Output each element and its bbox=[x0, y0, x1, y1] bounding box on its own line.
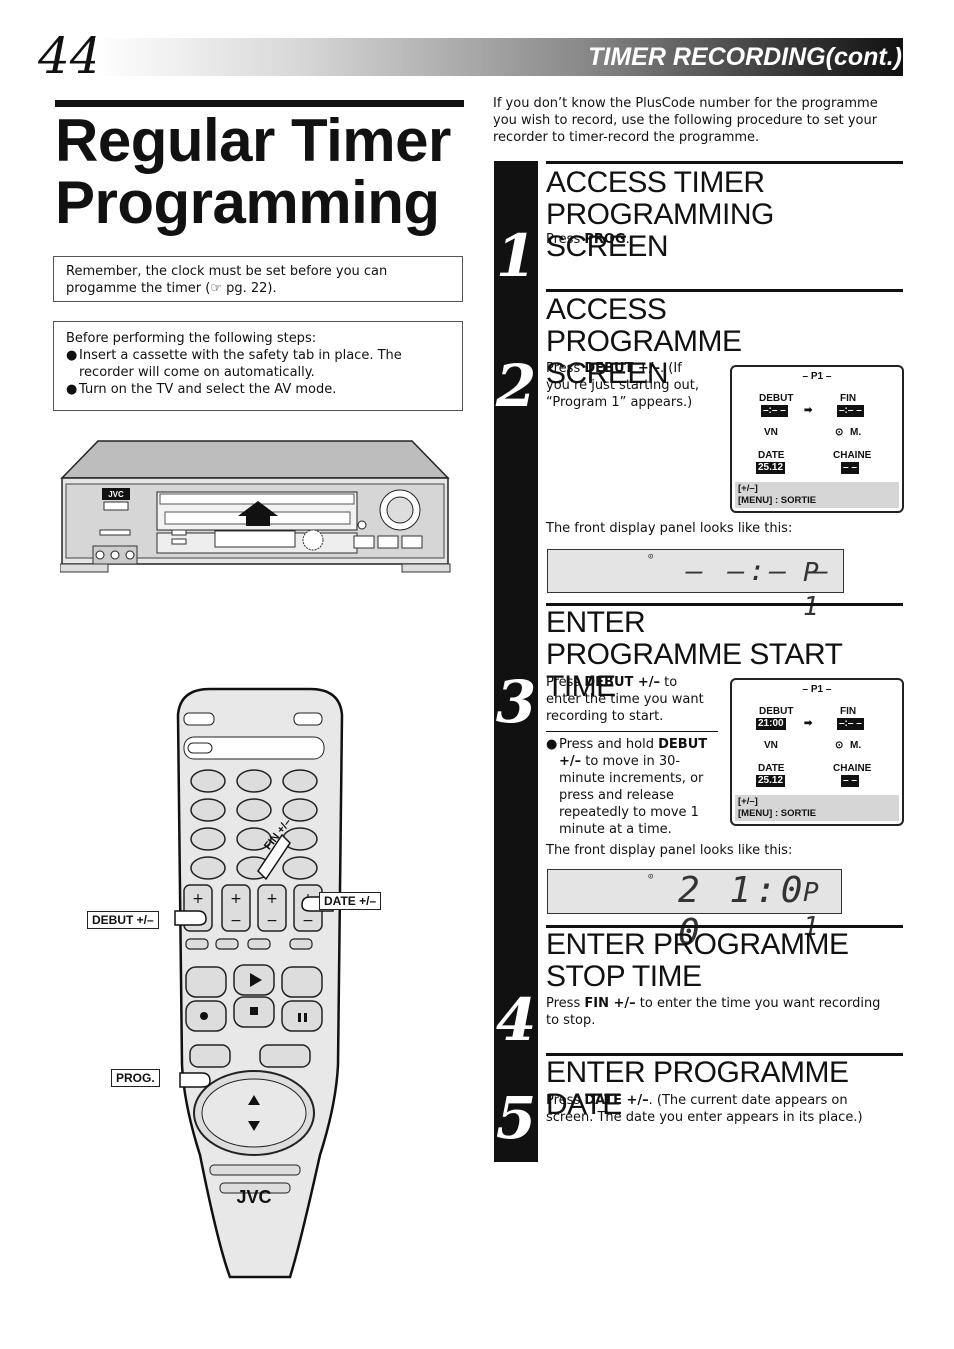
title-rule bbox=[55, 100, 464, 107]
svg-text:−: − bbox=[230, 913, 242, 929]
osd-tape-icon: ⊙ bbox=[835, 740, 844, 751]
front-display-caption-2: The front display panel looks like this: bbox=[546, 843, 793, 858]
osd-chaine-value: – – bbox=[841, 775, 859, 787]
osd-footer: [+/–][MENU] : SORTIE bbox=[735, 795, 899, 821]
front-display-caption-1: The front display panel looks like this: bbox=[546, 521, 793, 536]
osd-title: – P1 – bbox=[802, 371, 832, 382]
tape-icon: ⊙ bbox=[648, 552, 658, 562]
step-5-rule bbox=[546, 1053, 903, 1056]
arrow-icon: ➡ bbox=[804, 405, 813, 416]
prerequisite-item: ●Turn on the TV and select the AV mode. bbox=[66, 381, 450, 398]
lcd-time: 2 1:0 0 bbox=[678, 870, 807, 953]
step-number-1: 1 bbox=[495, 222, 537, 290]
clock-note: Remember, the clock must be set before y… bbox=[53, 256, 463, 302]
osd-fin-value: –:– – bbox=[837, 718, 864, 730]
prog-button-callout: PROG. bbox=[111, 1069, 160, 1087]
prerequisite-text: Insert a cassette with the safety tab in… bbox=[79, 348, 402, 380]
prerequisites-intro: Before performing the following steps: bbox=[66, 331, 317, 346]
osd-date-label: DATE bbox=[758, 763, 785, 774]
page-title-line2: Programming bbox=[55, 169, 440, 236]
step-number-2: 2 bbox=[495, 352, 537, 420]
section-title: TIMER RECORDING(cont.) bbox=[588, 43, 902, 71]
page-title: Regular Timer Programming bbox=[55, 110, 475, 234]
osd-m-label: M. bbox=[850, 740, 862, 751]
step-1-text: Press PROG. bbox=[546, 232, 630, 247]
osd-date-value: 25.12 bbox=[756, 462, 786, 474]
front-display-panel-1: ⊙ – –:– – P 1 bbox=[547, 549, 844, 622]
osd-fin-label: FIN bbox=[840, 393, 857, 404]
step-3-title: ENTER PROGRAMME START TIME bbox=[546, 606, 842, 703]
osd-fin-label: FIN bbox=[840, 706, 857, 717]
step-2-title: ACCESS PROGRAMME SCREEN bbox=[546, 293, 742, 390]
vcr-illustration: JVC bbox=[60, 440, 451, 573]
step-3-text: Press DEBUT +/– to enter the time you wa… bbox=[546, 675, 704, 724]
step-2-text: Press DEBUT +/–. (If you’re just startin… bbox=[546, 361, 699, 410]
date-button-callout: DATE +/– bbox=[319, 892, 382, 910]
step-number-4: 4 bbox=[495, 986, 537, 1054]
osd-fin-value: –:– – bbox=[837, 405, 864, 417]
step-3-rule bbox=[546, 603, 903, 606]
programme-screen-1: – P1 – DEBUT –:– – ➡ FIN –:– – VN ⊙ M. D… bbox=[730, 365, 904, 513]
lcd-programme: P 1 bbox=[803, 558, 823, 622]
step-4-text: Press FIN +/– to enter the time you want… bbox=[546, 996, 881, 1028]
step-2-rule bbox=[546, 289, 903, 292]
tape-icon: ⊙ bbox=[648, 872, 658, 882]
osd-debut-label: DEBUT bbox=[759, 706, 794, 717]
header-bar bbox=[95, 38, 903, 76]
osd-date-value: 25.12 bbox=[756, 775, 786, 787]
lcd-time: – –:– – bbox=[686, 554, 833, 587]
step-number-bar bbox=[494, 161, 538, 1162]
osd-footer: [+/–][MENU] : SORTIE bbox=[735, 482, 899, 508]
osd-chaine-value: – – bbox=[841, 462, 859, 474]
osd-debut-label: DEBUT bbox=[759, 393, 794, 404]
step-1-rule bbox=[546, 161, 903, 164]
step-number-5: 5 bbox=[495, 1084, 537, 1152]
vcr-brand: JVC bbox=[108, 490, 124, 499]
osd-debut-value: 21:00 bbox=[756, 718, 786, 730]
osd-m-label: M. bbox=[850, 427, 862, 438]
osd-vn-label: VN bbox=[764, 740, 778, 751]
debut-button-callout: DEBUT +/– bbox=[87, 911, 159, 929]
prerequisite-item: ●Insert a cassette with the safety tab i… bbox=[66, 347, 450, 381]
clock-note-text: Remember, the clock must be set before y… bbox=[66, 264, 388, 296]
front-display-panel-2: ⊙ 2 1:0 0 P 1 bbox=[547, 869, 842, 953]
prerequisites-box: Before performing the following steps: ●… bbox=[53, 321, 463, 411]
step-number-3: 3 bbox=[495, 668, 537, 736]
step-4-rule bbox=[546, 925, 903, 928]
svg-text:+: + bbox=[230, 891, 242, 907]
osd-vn-label: VN bbox=[764, 427, 778, 438]
page-title-line1: Regular Timer bbox=[55, 107, 451, 174]
step-3-divider bbox=[546, 731, 718, 732]
step-3-tip: ●Press and hold DEBUT +/– to move in 30-… bbox=[546, 737, 708, 837]
prerequisite-text: Turn on the TV and select the AV mode. bbox=[79, 382, 337, 397]
arrow-icon: ➡ bbox=[804, 718, 813, 729]
svg-text:+: + bbox=[192, 891, 204, 907]
step-1-title: ACCESS TIMER PROGRAMMING SCREEN bbox=[546, 166, 774, 263]
osd-debut-value: –:– – bbox=[761, 405, 788, 417]
osd-chaine-label: CHAINE bbox=[833, 450, 872, 461]
osd-title: – P1 – bbox=[802, 684, 832, 695]
step-5-text: Press DATE +/–. (The current date appear… bbox=[546, 1093, 863, 1125]
intro-text: If you don’t know the PlusCode number fo… bbox=[493, 96, 878, 145]
remote-illustration: +−+− +−+− JVC bbox=[174, 687, 344, 1279]
svg-text:−: − bbox=[302, 913, 314, 929]
svg-text:−: − bbox=[266, 913, 278, 929]
osd-chaine-label: CHAINE bbox=[833, 763, 872, 774]
step-5-title: ENTER PROGRAMME DATE bbox=[546, 1056, 849, 1121]
osd-date-label: DATE bbox=[758, 450, 785, 461]
svg-text:+: + bbox=[266, 891, 278, 907]
step-4-title: ENTER PROGRAMME STOP TIME bbox=[546, 928, 849, 993]
osd-tape-icon: ⊙ bbox=[835, 427, 844, 438]
remote-brand: JVC bbox=[236, 1187, 271, 1207]
page-number: 44 bbox=[38, 27, 102, 85]
programme-screen-2: – P1 – DEBUT 21:00 ➡ FIN –:– – VN ⊙ M. D… bbox=[730, 678, 904, 826]
